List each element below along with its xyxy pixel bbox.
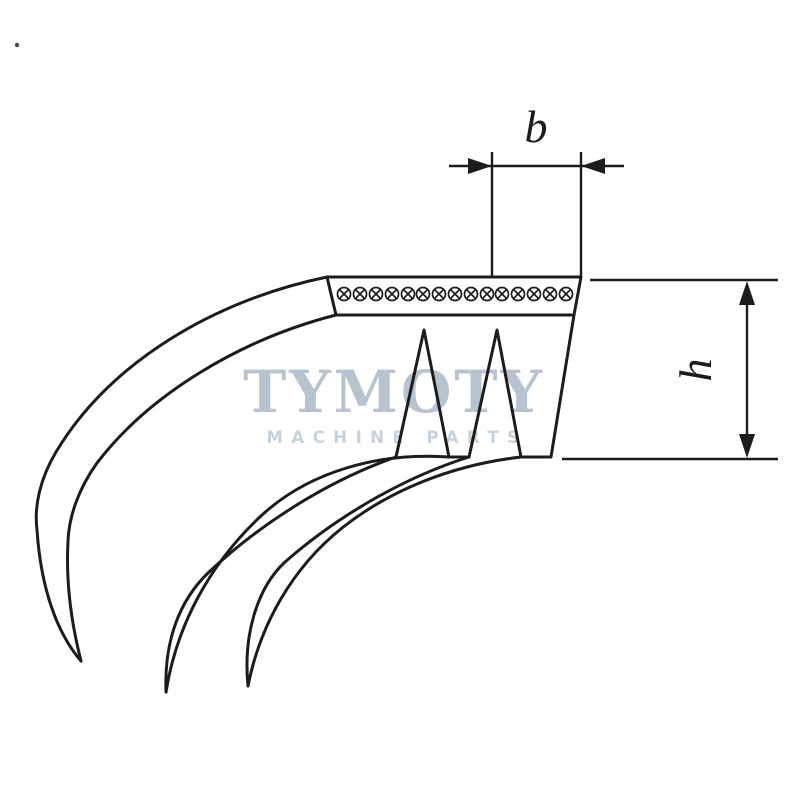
- rib3-inner-curve: [246, 455, 523, 688]
- b-arrowhead-right-icon: [468, 158, 492, 174]
- watermark-tagline-text: MACHINE PARTS: [266, 428, 527, 447]
- belt-body: [34, 275, 523, 694]
- rib2-inner-curve: [164, 454, 451, 694]
- cross-section-rib-profile: [394, 313, 576, 459]
- h-arrowhead-up-icon: [739, 281, 755, 305]
- rib2-outer-curve: [164, 455, 398, 694]
- b-arrowhead-left-icon: [581, 158, 605, 174]
- watermark-brand-text: TYMOTY: [243, 358, 545, 426]
- rib1-inner-curve: [66, 539, 83, 663]
- b-label: b: [525, 101, 548, 152]
- tension-cord-symbols: [336, 286, 574, 302]
- belt-top-band-inner-curve: [66, 313, 338, 543]
- h-arrowhead-down-icon: [739, 434, 755, 458]
- watermark: TYMOTY MACHINE PARTS: [243, 358, 545, 447]
- rib3-outer-curve: [245, 455, 471, 688]
- belt-outer-edge-curve: [34, 275, 329, 663]
- dimension-b: b: [449, 101, 624, 276]
- h-label: h: [670, 359, 721, 382]
- dimension-h: h: [562, 278, 778, 461]
- speck-artifact: [14, 42, 20, 48]
